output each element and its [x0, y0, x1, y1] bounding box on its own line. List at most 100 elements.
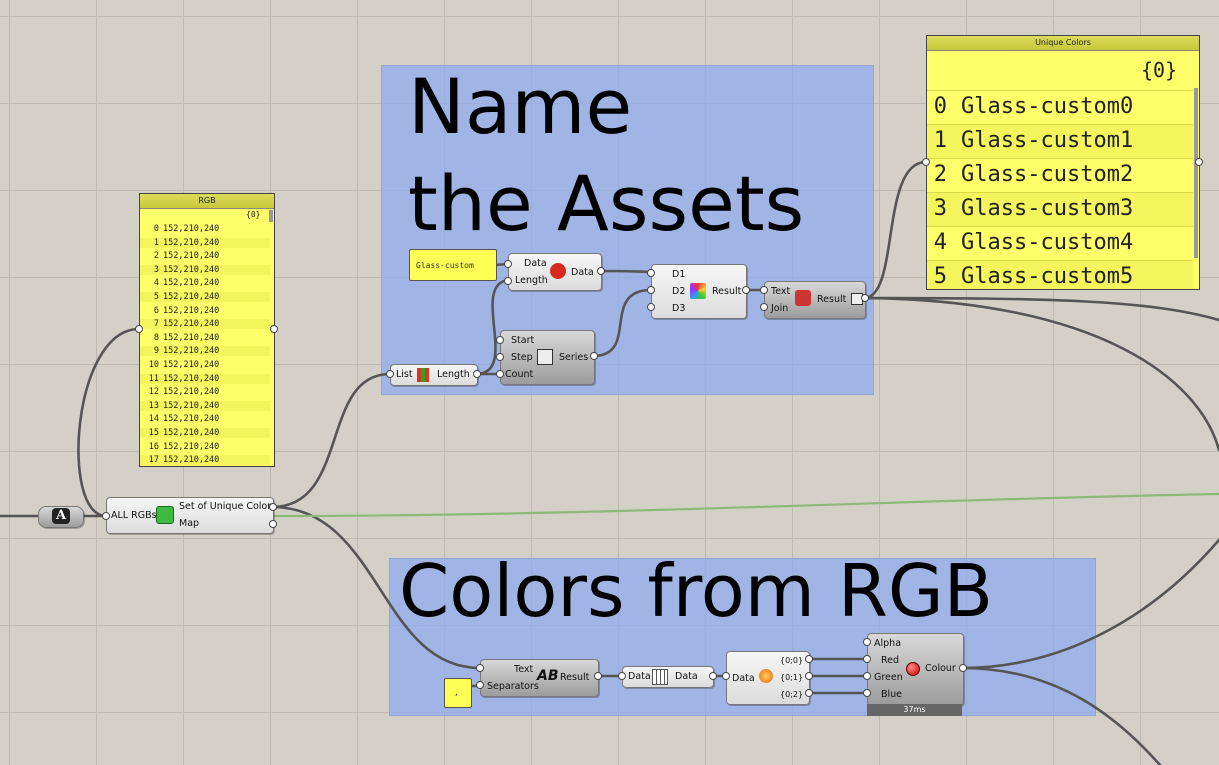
list-length-input-label: List [396, 369, 413, 380]
split-output-label: Result [560, 672, 590, 683]
panel-unique-colors-input-port[interactable] [922, 158, 930, 166]
port[interactable] [504, 260, 512, 268]
relay-component[interactable]: A [38, 506, 84, 528]
concat-input3-label: D3 [672, 303, 686, 314]
duplicate-output-label: Data [571, 267, 594, 278]
explode-output3-label: {0;2} [780, 690, 804, 699]
flip-matrix-component[interactable]: Data Data [622, 666, 714, 688]
explode-tree-component[interactable]: Data {0;0} {0;1} {0;2} [726, 651, 810, 705]
concatenate-component[interactable]: D1 D2 D3 Result [651, 264, 747, 319]
group-name-the-assets[interactable]: Name the Assets [381, 62, 874, 395]
port[interactable] [590, 352, 598, 360]
port[interactable] [476, 664, 484, 672]
unique-sets-icon [156, 506, 174, 524]
glass-custom-text-input[interactable]: Glass-custom [409, 249, 497, 281]
port[interactable] [476, 681, 484, 689]
port[interactable] [102, 512, 110, 520]
series-input2-label: Step [511, 352, 533, 363]
port[interactable] [386, 370, 394, 378]
duplicate-input2-label: Length [515, 275, 548, 286]
panel-rgb-output-port[interactable] [270, 325, 278, 333]
port[interactable] [863, 638, 871, 646]
port[interactable] [496, 353, 504, 361]
port[interactable] [863, 672, 871, 680]
unique-input-label: ALL RGBs [111, 510, 157, 521]
concat-input1-label: D1 [672, 269, 686, 280]
colour-rgb-component[interactable]: Alpha Red Green Blue Colour [867, 633, 964, 706]
port[interactable] [805, 672, 813, 680]
series-component[interactable]: Start Step Count Series [500, 330, 595, 385]
panel-unique-colors-output-port[interactable] [1195, 158, 1203, 166]
port[interactable] [805, 655, 813, 663]
text-split-component[interactable]: Text Separators AB Result [480, 659, 599, 697]
colour-output-label: Colour [925, 663, 956, 674]
flip-input-label: Data [628, 671, 651, 682]
port[interactable] [863, 689, 871, 697]
port[interactable] [269, 503, 277, 511]
port[interactable] [496, 370, 504, 378]
list-length-component[interactable]: List Length [390, 364, 478, 386]
series-input1-label: Start [511, 335, 535, 346]
port[interactable] [504, 277, 512, 285]
port[interactable] [594, 672, 602, 680]
panel-rgb-input-port[interactable] [135, 325, 143, 333]
port[interactable] [861, 294, 869, 302]
port[interactable] [760, 286, 768, 294]
separators-text-input[interactable]: , [444, 678, 472, 708]
port[interactable] [618, 672, 626, 680]
colour-input2-label: Red [881, 655, 900, 666]
panel-rgb-title: RGB [140, 194, 274, 209]
port[interactable] [722, 672, 730, 680]
port[interactable] [742, 286, 750, 294]
explode-tree-icon [759, 669, 773, 683]
panel-rgb-path: {0} [246, 210, 261, 219]
text-join-component[interactable]: Text Join Result [764, 281, 866, 319]
port[interactable] [647, 269, 655, 277]
group-title-line2: the Assets [408, 159, 805, 248]
join-input2-label: Join [771, 303, 789, 314]
port[interactable] [805, 689, 813, 697]
explode-input-label: Data [732, 673, 755, 684]
glass-custom-text-value: Glass-custom [416, 261, 474, 270]
panel-unique-colors-scrollbar[interactable] [1194, 88, 1198, 258]
port[interactable] [959, 664, 967, 672]
port[interactable] [269, 520, 277, 528]
port[interactable] [496, 336, 504, 344]
panel-rgb-scrollbar[interactable] [269, 210, 273, 222]
port[interactable] [709, 672, 717, 680]
panel-unique-colors-path: {0} [1141, 58, 1178, 82]
colour-time-badge: 37ms [867, 704, 962, 716]
relay-a-icon: A [52, 508, 70, 524]
split-input1-label: Text [514, 664, 534, 675]
unique-component[interactable]: ALL RGBs Set of Unique Colors Map [106, 497, 276, 534]
port[interactable] [863, 655, 871, 663]
duplicate-data-component[interactable]: Data Length Data [508, 253, 602, 291]
group-title-line1: Name [408, 62, 633, 151]
port[interactable] [647, 286, 655, 294]
flip-output-label: Data [675, 671, 698, 682]
port[interactable] [597, 267, 605, 275]
colour-swatch-icon [906, 662, 920, 676]
port[interactable] [647, 303, 655, 311]
port[interactable] [473, 370, 481, 378]
split-input2-label: Separators [487, 681, 539, 692]
join-output-label: Result [817, 294, 847, 305]
port[interactable] [760, 303, 768, 311]
